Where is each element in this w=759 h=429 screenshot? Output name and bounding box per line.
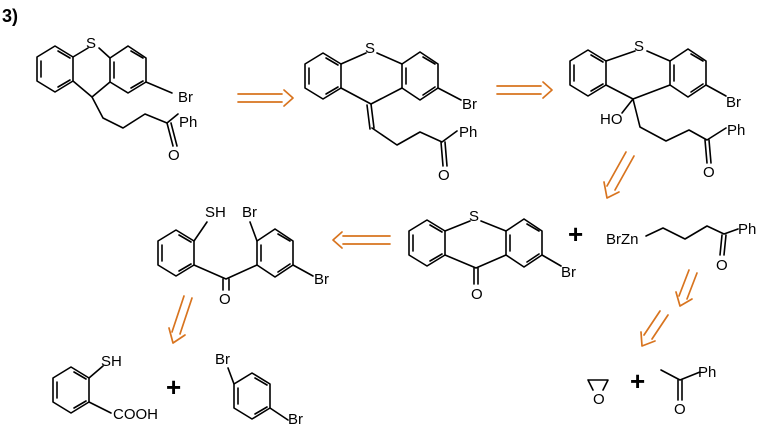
carboxyl-label: COOH bbox=[113, 406, 158, 423]
retro-arrow-3 bbox=[603, 151, 635, 199]
thiosalicylic-acid: SH COOH bbox=[52, 353, 158, 423]
thioxanthone: S Br O bbox=[408, 208, 576, 303]
sulfur-label: S bbox=[469, 208, 479, 225]
organozinc-reagent: BrZn Ph O bbox=[606, 221, 756, 274]
epoxide-oxygen-label: O bbox=[593, 391, 605, 408]
ketone-oxygen-label: O bbox=[471, 286, 483, 303]
dibromobenzene: Br Br bbox=[215, 351, 303, 428]
sulfur-label: S bbox=[634, 38, 644, 55]
retro-arrow-6 bbox=[675, 269, 698, 307]
bromine-label-bottom: Br bbox=[288, 411, 303, 428]
oxirane: O bbox=[587, 379, 609, 408]
alkene-intermediate: S Br Ph O bbox=[304, 40, 477, 184]
phenyl-label: Ph bbox=[738, 221, 756, 238]
bromine-label-meta: Br bbox=[314, 271, 329, 288]
bromine-label: Br bbox=[178, 89, 193, 106]
bromine-label: Br bbox=[726, 94, 741, 111]
step-label: 3) bbox=[2, 6, 18, 26]
acetophenone: Ph O bbox=[660, 364, 716, 418]
carbonyl-oxygen-label: O bbox=[703, 164, 715, 181]
plus-sign: + bbox=[630, 366, 645, 396]
retro-arrow-5 bbox=[168, 295, 193, 344]
bromine-label: Br bbox=[462, 96, 477, 113]
plus-sign: + bbox=[166, 372, 181, 402]
sulfur-label: S bbox=[365, 40, 375, 57]
plus-sign: + bbox=[568, 219, 583, 249]
bromine-label: Br bbox=[561, 264, 576, 281]
thiol-label: SH bbox=[205, 204, 226, 221]
carbonyl-oxygen-label: O bbox=[674, 401, 686, 418]
alcohol-intermediate: S Br HO Ph O bbox=[569, 38, 745, 181]
carbonyl-oxygen-label: O bbox=[168, 147, 180, 164]
phenyl-label: Ph bbox=[179, 114, 197, 131]
diaryl-ketone-thiol: SH Br Br O bbox=[157, 204, 329, 308]
hydroxyl-label: HO bbox=[600, 111, 623, 128]
bromine-label-top: Br bbox=[215, 351, 230, 368]
thiol-label: SH bbox=[101, 353, 122, 370]
carbonyl-oxygen-label: O bbox=[438, 167, 450, 184]
bromine-label-ortho: Br bbox=[242, 204, 257, 221]
phenyl-label: Ph bbox=[727, 122, 745, 139]
retro-arrow-1 bbox=[237, 89, 294, 107]
ketone-oxygen-label: O bbox=[219, 291, 231, 308]
retro-arrow-2 bbox=[496, 81, 553, 99]
phenyl-label: Ph bbox=[698, 364, 716, 381]
retro-arrow-4 bbox=[332, 231, 391, 249]
retro-arrow-7 bbox=[640, 310, 669, 347]
sulfur-label: S bbox=[86, 35, 96, 52]
target-compound: S Br Ph O bbox=[36, 35, 197, 164]
bromozinc-label: BrZn bbox=[606, 231, 639, 248]
phenyl-label: Ph bbox=[459, 124, 477, 141]
carbonyl-oxygen-label: O bbox=[716, 257, 728, 274]
